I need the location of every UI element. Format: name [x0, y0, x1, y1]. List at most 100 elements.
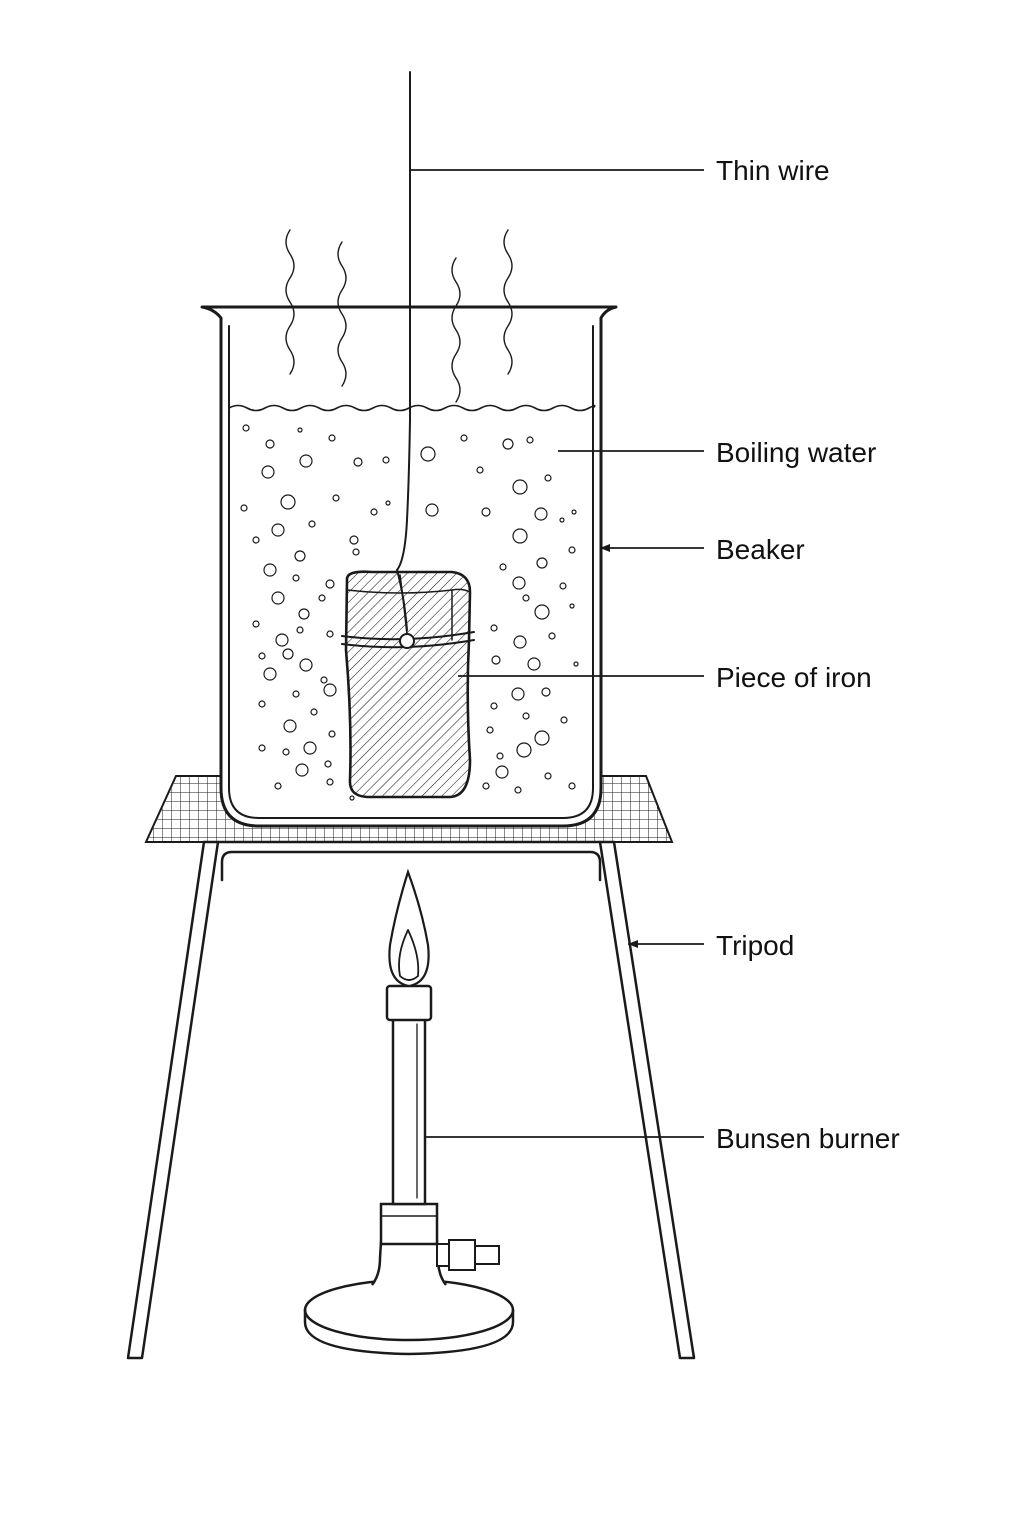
bubble — [573, 661, 579, 667]
bubble — [349, 535, 359, 545]
bubble — [298, 608, 310, 620]
bubble — [292, 574, 300, 582]
bubble — [569, 603, 575, 609]
bubble — [425, 503, 439, 517]
bubble — [491, 655, 501, 665]
bubble — [299, 658, 313, 672]
bubble — [326, 778, 334, 786]
bubble — [296, 626, 304, 634]
bubble — [481, 507, 491, 517]
bubble — [263, 563, 277, 577]
bubble — [352, 548, 360, 556]
bubble — [382, 456, 390, 464]
bubble — [263, 667, 277, 681]
bubble — [292, 690, 300, 698]
bubble — [534, 604, 550, 620]
bubble — [326, 630, 334, 638]
bubble — [274, 782, 282, 790]
bubble — [353, 457, 363, 467]
leader-lines — [410, 169, 704, 1138]
boiling-water — [228, 404, 596, 801]
bubble — [242, 424, 250, 432]
bubble — [370, 508, 378, 516]
bubble — [571, 509, 577, 515]
bubble — [512, 479, 528, 495]
bubble — [258, 700, 266, 708]
bubble — [271, 523, 285, 537]
labels: Thin wire Boiling water Beaker Piece of … — [716, 155, 900, 1154]
bubble — [513, 635, 527, 649]
bubble — [320, 676, 328, 684]
bubble — [568, 782, 576, 790]
steam-wisps — [285, 229, 513, 403]
bubble — [328, 434, 336, 442]
bubble — [328, 730, 336, 738]
bubble — [240, 504, 248, 512]
bubble — [536, 557, 548, 569]
bubble — [385, 500, 391, 506]
bubble — [258, 744, 266, 752]
label-thin-wire: Thin wire — [716, 155, 830, 186]
bubble — [295, 763, 309, 777]
bubble — [502, 438, 514, 450]
bubble — [299, 454, 313, 468]
label-bunsen-burner: Bunsen burner — [716, 1123, 900, 1154]
bubble — [297, 427, 303, 433]
bubble — [265, 439, 275, 449]
bubble — [516, 742, 532, 758]
bubble — [325, 579, 335, 589]
bubble — [512, 528, 528, 544]
bubble — [534, 730, 550, 746]
bubble — [511, 687, 525, 701]
bubble — [252, 536, 260, 544]
bubble — [303, 741, 317, 755]
bubble — [559, 517, 565, 523]
bubble — [252, 620, 260, 628]
bubble — [568, 546, 576, 554]
bubble — [258, 652, 266, 660]
bubble — [527, 657, 541, 671]
bubble — [332, 494, 340, 502]
label-boiling-water: Boiling water — [716, 437, 876, 468]
bubble — [495, 765, 509, 779]
bubble — [349, 795, 355, 801]
label-beaker: Beaker — [716, 534, 805, 565]
bubble — [482, 782, 490, 790]
bubble — [534, 507, 548, 521]
bubble — [522, 594, 530, 602]
bubble — [496, 752, 504, 760]
bubble — [544, 474, 552, 482]
bubble — [559, 582, 567, 590]
label-piece-of-iron: Piece of iron — [716, 662, 872, 693]
bubble — [420, 446, 436, 462]
piece-of-iron — [341, 570, 475, 799]
bubble — [512, 576, 526, 590]
bubble — [490, 624, 498, 632]
bubble — [308, 520, 316, 528]
bubble — [282, 648, 294, 660]
bubble — [490, 702, 498, 710]
bubbles — [240, 424, 579, 801]
bubble — [544, 772, 552, 780]
bubble — [280, 494, 296, 510]
bubble — [323, 683, 337, 697]
bubble — [548, 632, 556, 640]
bubble — [514, 786, 522, 794]
bubble — [310, 708, 318, 716]
bubble — [526, 436, 534, 444]
bunsen-burner — [303, 868, 515, 1356]
bubble — [476, 466, 484, 474]
bubble — [460, 434, 468, 442]
label-tripod: Tripod — [716, 930, 794, 961]
bubble — [283, 719, 297, 733]
bubble — [324, 760, 332, 768]
bubble — [541, 687, 551, 697]
bubble — [318, 594, 326, 602]
bubble — [522, 712, 530, 720]
bubble — [560, 716, 568, 724]
bubble — [282, 748, 290, 756]
bubble — [294, 550, 306, 562]
bubble — [486, 726, 494, 734]
bubble — [275, 633, 289, 647]
